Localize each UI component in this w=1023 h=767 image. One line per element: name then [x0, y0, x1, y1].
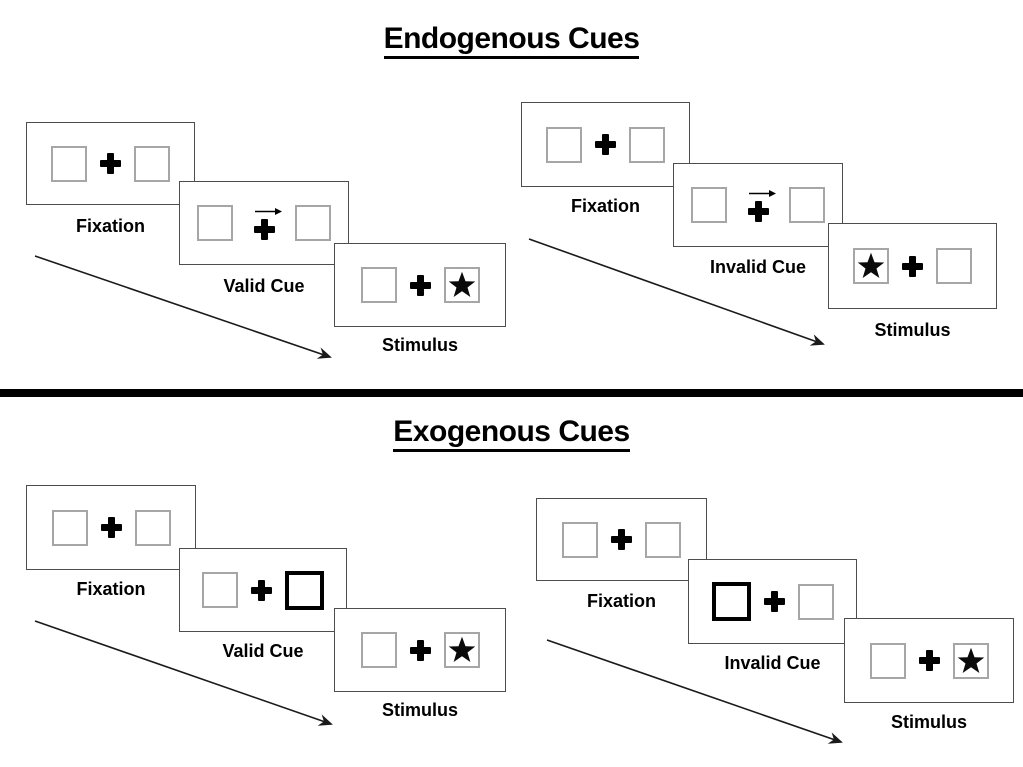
panel-label: Stimulus	[890, 712, 967, 732]
right-placeholder-box	[134, 509, 171, 546]
star-target-box	[853, 248, 889, 284]
left-placeholder-box	[51, 509, 88, 546]
cue-direction-arrow-icon	[255, 207, 282, 215]
panel-label: Fixation	[75, 216, 145, 236]
stimulus-panel	[334, 608, 506, 692]
panel-label: Fixation	[570, 196, 640, 216]
panel-label: Stimulus	[381, 335, 458, 355]
fixation-panel	[26, 485, 196, 570]
stimulus-panel	[334, 243, 506, 327]
fixation-panel	[26, 122, 195, 205]
fixation-cross-icon	[100, 517, 122, 538]
thick-cue-box	[285, 570, 324, 610]
left-placeholder-box	[691, 187, 727, 223]
panel-label: Fixation	[586, 591, 656, 611]
left-placeholder-box	[360, 267, 397, 303]
right-placeholder-box	[936, 248, 972, 284]
star-target-box	[443, 632, 480, 668]
panel-label: Fixation	[76, 579, 146, 599]
timeline-arrow	[34, 255, 332, 359]
fixation-cross-icon	[100, 153, 121, 174]
section-divider	[0, 389, 1023, 397]
fixation-cross-icon	[251, 579, 272, 601]
fixation-cross-icon	[763, 591, 785, 612]
cross-with-cue-arrow	[246, 207, 282, 240]
timeline-arrow	[34, 620, 333, 726]
right-placeholder-box	[629, 126, 665, 163]
timeline-arrow	[528, 238, 825, 346]
panel-label: Valid Cue	[222, 641, 304, 661]
fixation-cross-icon	[611, 529, 632, 550]
stimulus-panel	[828, 223, 997, 309]
left-placeholder-box	[202, 572, 238, 608]
left-placeholder-box	[360, 632, 397, 668]
left-placeholder-box	[562, 521, 598, 558]
section-title-endogenous-text: Endogenous Cues	[383, 22, 640, 59]
right-placeholder-box	[797, 583, 834, 620]
fixation-cross-icon	[747, 200, 769, 222]
section-title-exogenous-text: Exogenous Cues	[393, 415, 630, 452]
panel-label: Valid Cue	[223, 276, 305, 296]
left-placeholder-box	[51, 145, 87, 182]
star-target-box	[952, 642, 989, 679]
left-placeholder-box	[197, 205, 233, 241]
panel-label: Invalid Cue	[709, 257, 807, 277]
stimulus-panel	[844, 618, 1014, 703]
star-icon	[857, 252, 885, 278]
fixation-cross-icon	[409, 639, 431, 661]
star-icon	[448, 271, 475, 297]
fixation-cross-icon	[902, 255, 923, 277]
left-placeholder-box	[546, 126, 582, 163]
fixation-panel	[521, 102, 690, 187]
cue-panel	[688, 559, 857, 644]
fixation-cross-icon	[253, 218, 275, 240]
right-placeholder-box	[789, 187, 825, 223]
cue-direction-arrow-icon	[749, 189, 776, 197]
star-icon	[957, 647, 984, 673]
star-icon	[448, 636, 475, 662]
fixation-panel	[536, 498, 707, 581]
fixation-cross-icon	[409, 274, 431, 296]
panel-label: Invalid Cue	[724, 653, 821, 673]
section-title-endogenous: Endogenous Cues	[0, 22, 1023, 59]
cue-panel	[179, 548, 347, 632]
cue-panel	[673, 163, 843, 247]
right-placeholder-box	[295, 205, 331, 241]
panel-label: Stimulus	[381, 700, 458, 720]
cross-with-cue-arrow	[740, 189, 776, 222]
left-placeholder-box	[869, 642, 906, 679]
fixation-cross-icon	[918, 650, 940, 671]
timeline-arrow	[546, 639, 843, 744]
cue-panel	[179, 181, 349, 265]
right-placeholder-box	[134, 145, 170, 182]
panel-label: Stimulus	[874, 320, 951, 340]
section-title-exogenous: Exogenous Cues	[0, 415, 1023, 452]
fixation-cross-icon	[595, 134, 616, 155]
thick-cue-box	[711, 582, 751, 621]
right-placeholder-box	[645, 521, 681, 558]
star-target-box	[443, 267, 480, 303]
